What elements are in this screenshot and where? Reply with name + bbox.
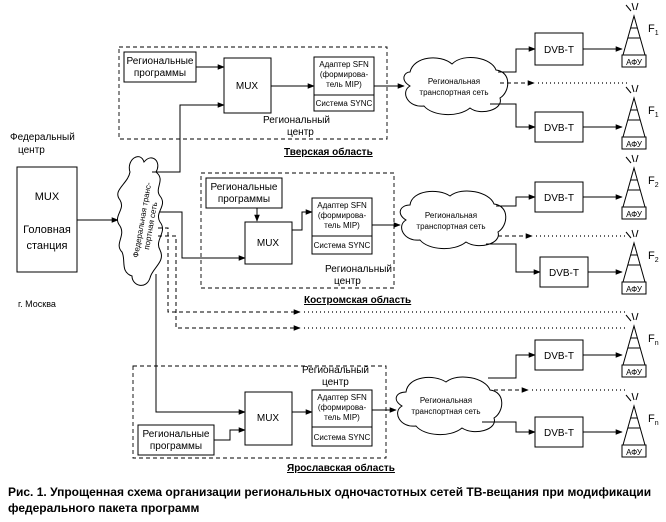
tver-transport-cloud (403, 56, 509, 115)
tver-transport-line1: Региональная (428, 77, 480, 86)
antenna-frequency-label: F2 (648, 175, 659, 189)
antenna-frequency-label: F1 (648, 23, 659, 37)
kostroma-regional-programs-box (205, 177, 283, 209)
figure-caption: Рис. 1. Упрощенная схема организации рег… (8, 484, 658, 516)
kostroma-region-label: Костромская область (304, 294, 411, 306)
yaroslavl-sfn-line3: тель MIP) (324, 413, 360, 422)
tver-sfn-line1: Адаптер SFN (319, 60, 369, 69)
tver-sfn-box (313, 56, 375, 112)
yaroslavl-dvbt-1-label: DVB-T (544, 351, 574, 362)
yaroslavl-mux-box (244, 391, 293, 446)
antenna-afu-label: АФУ (626, 210, 643, 219)
kostroma-sfn-line2: (формирова- (318, 211, 367, 220)
tver-mux-box (223, 57, 272, 114)
yaroslavl-transport-line2: транспортная сеть (411, 407, 480, 416)
yaroslavl-transport-cloud (395, 376, 503, 435)
yaroslavl-regional-programs-line1: Региональные (143, 429, 210, 440)
antenna-afu-label: АФУ (626, 368, 643, 377)
antenna-frequency-label: F2 (648, 250, 659, 264)
federal-city: г. Москва (18, 299, 56, 309)
kostroma-dvbt-1 (534, 181, 584, 213)
tver-transport-line2: транспортная сеть (419, 88, 488, 97)
yaroslavl-transport-line1: Региональная (420, 396, 472, 405)
yaroslavl-sfn-line1: Адаптер SFN (317, 393, 367, 402)
tver-regional-programs-box (123, 51, 197, 83)
kostroma-regional-center-line2: центр (334, 276, 361, 287)
tver-mux-label: MUX (236, 81, 259, 92)
kostroma-sync-label: Система SYNC (314, 241, 371, 250)
kostroma-regional-programs-line1: Региональные (211, 182, 278, 193)
federal-center-title-line2: центр (18, 145, 45, 156)
tver-sync-label: Система SYNC (316, 99, 373, 108)
tver-region-label: Тверская область (284, 146, 373, 158)
tver-sfn-line2: (формирова- (320, 70, 369, 79)
antenna-frequency-label: Fn (648, 333, 659, 347)
kostroma-regional-center-line1: Региональный (325, 264, 392, 275)
antenna-frequency-label: F1 (648, 105, 659, 119)
yaroslavl-regional-programs-box (137, 424, 215, 456)
antenna-afu-label: АФУ (626, 285, 643, 294)
federal-mux-label: MUX (35, 191, 60, 203)
yaroslavl-regional-center-line1: Региональный (302, 365, 369, 376)
yaroslavl-region-label: Ярославская область (287, 462, 395, 474)
yaroslavl-dvbt-1 (534, 339, 584, 371)
yaroslavl-mux-label: MUX (257, 413, 280, 424)
kostroma-sfn-line3: тель MIP) (324, 221, 360, 230)
yaroslavl-sfn-box (311, 389, 373, 447)
figure-caption-line1: Рис. 1. Упрощенная схема организации рег… (8, 485, 652, 499)
federal-network-cloud (116, 156, 164, 286)
tver-regional-programs-line2: программы (134, 68, 186, 79)
tver-regional-center-line1: Региональный (263, 115, 330, 126)
antenna-afu-label: АФУ (626, 448, 643, 457)
tver-region-frame (118, 46, 388, 140)
head-station-line1: Головная (23, 224, 71, 236)
yaroslavl-sync-label: Система SYNC (314, 433, 371, 442)
kostroma-sfn-box (311, 197, 373, 255)
head-station-box (16, 166, 78, 273)
kostroma-transport-line1: Региональная (425, 211, 477, 220)
antenna-frequency-label: Fn (648, 413, 659, 427)
tver-dvbt-2 (534, 111, 584, 143)
figure-caption-line2: федерального пакета программ (8, 501, 200, 515)
tver-dvbt-2-label: DVB-T (544, 123, 574, 134)
kostroma-sfn-line1: Адаптер SFN (317, 201, 367, 210)
federal-center-title-line1: Федеральный (10, 132, 75, 143)
kostroma-mux-box (244, 221, 293, 265)
yaroslavl-sfn-line2: (формирова- (318, 403, 367, 412)
yaroslavl-regional-programs-line2: программы (150, 441, 202, 452)
tver-sfn-line3: тель MIP) (326, 80, 362, 89)
kostroma-regional-programs-line2: программы (218, 194, 270, 205)
yaroslavl-region-frame (132, 365, 387, 459)
tver-regional-programs-line1: Региональные (127, 56, 194, 67)
kostroma-dvbt-2-label: DVB-T (549, 268, 579, 279)
head-station-line2: станция (26, 240, 67, 252)
kostroma-dvbt-1-label: DVB-T (544, 193, 574, 204)
kostroma-transport-line2: транспортная сеть (416, 222, 485, 231)
antenna-afu-label: АФУ (626, 58, 643, 67)
antenna-afu-label: АФУ (626, 140, 643, 149)
tver-dvbt-1 (534, 32, 584, 66)
tver-dvbt-1-label: DVB-T (544, 45, 574, 56)
tver-regional-center-line2: центр (287, 127, 314, 138)
yaroslavl-regional-center-line2: центр (322, 377, 349, 388)
yaroslavl-dvbt-2-label: DVB-T (544, 428, 574, 439)
kostroma-mux-label: MUX (257, 238, 280, 249)
